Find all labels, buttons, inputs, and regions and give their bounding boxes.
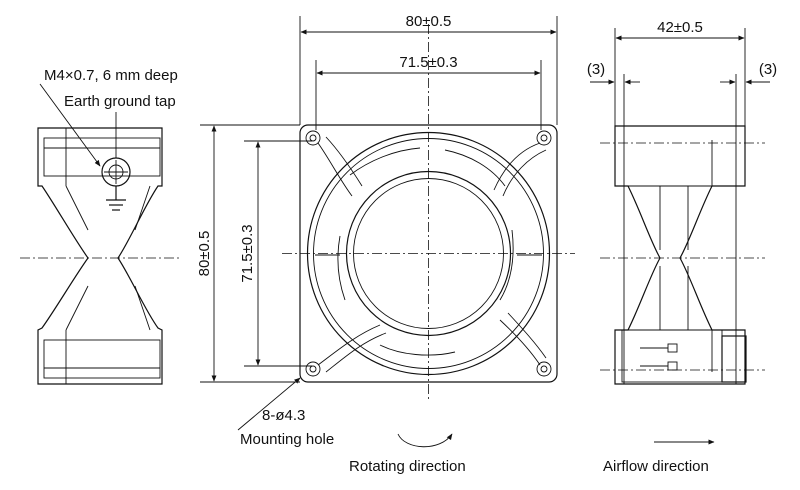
mounting-hole-tr-inner <box>540 134 548 142</box>
fan-struts <box>317 136 547 373</box>
tap-leader-line <box>39 83 101 167</box>
dimension-overall-width: 80±0.5 <box>299 13 558 125</box>
mounting-hole-tl <box>305 130 321 146</box>
flange-left-label: (3) <box>587 61 605 78</box>
overall-height-label: 80±0.5 <box>196 231 213 277</box>
mounting-hole-br-inner <box>540 365 548 373</box>
dimension-depth: 42±0.5 <box>614 19 746 126</box>
side-view: 42±0.5 (3) (3) Airflow direction <box>587 19 777 475</box>
left-side-view: M4×0.7, 6 mm deep Earth ground tap <box>20 67 182 385</box>
depth-label: 42±0.5 <box>657 19 703 36</box>
mounting-hole-tr <box>536 130 552 146</box>
tap-spec-label: M4×0.7, 6 mm deep <box>44 67 178 84</box>
tap-name-label: Earth ground tap <box>64 93 176 110</box>
dimension-flanges: (3) (3) <box>587 61 777 126</box>
mounting-hole-size-label: 8-ø4.3 <box>262 407 305 424</box>
mounting-holes <box>305 130 552 377</box>
overall-width-label: 80±0.5 <box>406 13 452 30</box>
dimension-hole-pitch-width: 71.5±0.3 <box>315 54 542 130</box>
flange-right-label: (3) <box>759 61 777 78</box>
fan-blades-visible <box>315 147 542 356</box>
dimension-hole-pitch-height: 71.5±0.3 <box>239 140 312 367</box>
mounting-hole-br <box>536 361 552 377</box>
mounting-hole-label: Mounting hole <box>240 431 334 448</box>
mounting-hole-tl-inner <box>309 134 317 142</box>
connector-block <box>621 329 747 383</box>
rotation-direction-label: Rotating direction <box>349 458 466 475</box>
hole-pitch-width-label: 71.5±0.3 <box>399 54 457 71</box>
mounting-hole-leader <box>237 377 301 431</box>
airflow-direction-label: Airflow direction <box>603 458 709 475</box>
hole-pitch-height-label: 71.5±0.3 <box>239 224 256 282</box>
earth-ground-tap-icon <box>101 157 131 211</box>
mounting-hole-bl-inner <box>309 365 317 373</box>
dimension-overall-height: 80±0.5 <box>196 124 300 383</box>
front-view: 80±0.5 71.5±0.3 80±0.5 71.5±0.3 8-ø4.3 M… <box>196 13 575 475</box>
side-view-body <box>614 125 746 385</box>
mounting-hole-bl <box>305 361 321 377</box>
left-view-frame <box>37 127 163 385</box>
rotation-arrow-icon <box>397 433 453 448</box>
